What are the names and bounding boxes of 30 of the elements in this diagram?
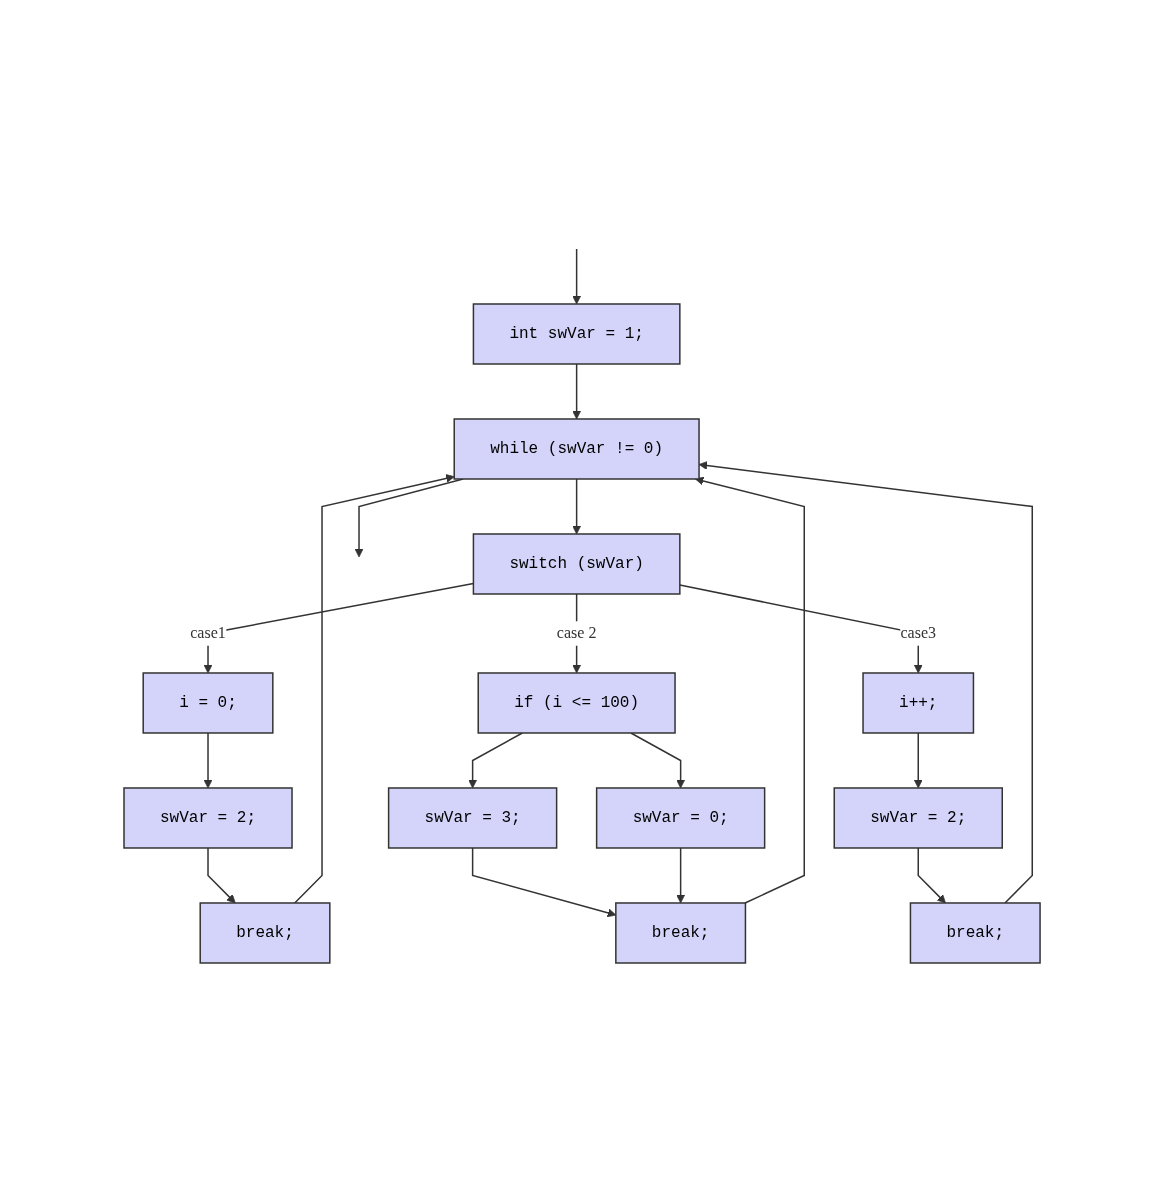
arrow	[676, 846, 686, 903]
arrow	[207, 846, 237, 903]
arrow	[472, 846, 617, 917]
arrow	[572, 477, 582, 534]
arrow	[468, 731, 524, 788]
edge-label: case3	[900, 623, 937, 641]
node-box: break;	[615, 901, 747, 964]
node-box: while (swVar != 0)	[453, 417, 701, 480]
arrow	[695, 476, 806, 904]
arrow	[572, 247, 582, 304]
node-box: swVar = 2;	[833, 786, 1004, 849]
arrow	[914, 731, 924, 788]
arrow	[294, 473, 456, 904]
node-box: i++;	[862, 671, 975, 734]
arrow	[630, 731, 686, 788]
arrow	[699, 460, 1034, 904]
node-box: break;	[910, 901, 1042, 964]
node-box: swVar = 3;	[388, 786, 558, 849]
node-box: break;	[199, 901, 332, 964]
node-box: swVar = 0;	[596, 786, 766, 849]
node-box: int swVar = 1;	[473, 302, 682, 365]
node-box: i = 0;	[142, 671, 275, 734]
node-box: swVar = 2;	[123, 786, 294, 849]
edge-label: case 2	[557, 623, 597, 641]
node-box: if (i <= 100)	[477, 671, 677, 734]
arrow	[204, 731, 213, 788]
node-box: switch (swVar)	[473, 532, 682, 595]
arrow	[917, 846, 947, 903]
edge-label: case1	[190, 623, 227, 641]
arrow	[572, 362, 582, 419]
